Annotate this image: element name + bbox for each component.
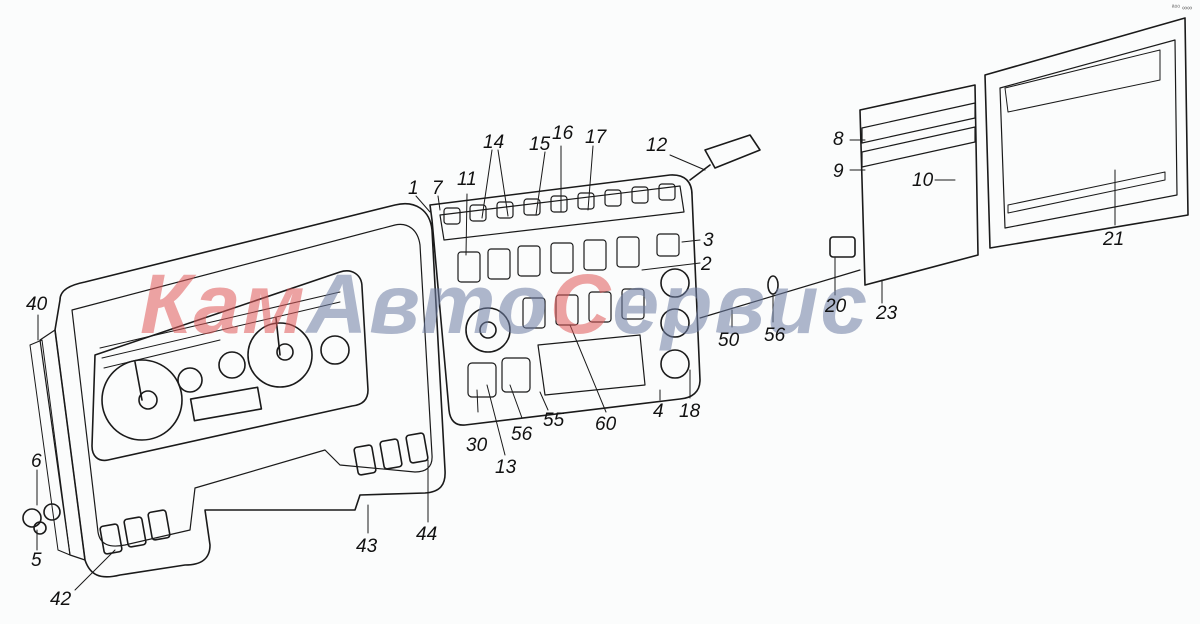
callout-50: 50 <box>718 330 740 351</box>
callout-44: 44 <box>416 524 438 545</box>
indicator-lamps <box>99 291 341 369</box>
callout-1: 1 <box>408 178 419 199</box>
instrument-cluster-housing <box>29 203 446 578</box>
cluster-switches-right <box>353 432 429 476</box>
callout-8: 8 <box>833 129 844 150</box>
corner-mark: ª⁰⁰ ∞∞ <box>1171 5 1192 12</box>
callout-43: 43 <box>356 536 378 557</box>
callout-42: 42 <box>50 589 72 610</box>
connector-12 <box>689 134 761 181</box>
callout-56-panel: 56 <box>511 424 533 445</box>
lower-switch-row <box>522 288 645 329</box>
callout-15: 15 <box>529 134 551 155</box>
leader-lines <box>36 139 1116 591</box>
center-switch-panel <box>429 174 701 426</box>
ignition-switch <box>465 307 511 353</box>
middle-switch-row <box>457 233 680 283</box>
relay-20 <box>829 236 856 258</box>
callout-55: 55 <box>543 410 565 431</box>
cluster-switches-left <box>99 509 171 555</box>
callout-20: 20 <box>825 296 847 317</box>
callout-21: 21 <box>1103 229 1125 250</box>
watermark: КамАвтоСервис <box>140 257 870 351</box>
callout-30: 30 <box>466 435 488 456</box>
callout-14: 14 <box>483 132 505 153</box>
callout-10: 10 <box>912 170 934 191</box>
callout-23: 23 <box>876 303 898 324</box>
callout-40: 40 <box>26 294 48 315</box>
gauge-face <box>91 270 369 462</box>
callout-9: 9 <box>833 161 844 182</box>
bottom-switches-30-56 <box>467 334 646 398</box>
callout-11: 11 <box>457 169 477 190</box>
callout-2: 2 <box>701 254 712 275</box>
callout-13: 13 <box>495 457 517 478</box>
frame-21 <box>984 17 1189 249</box>
wire-harness-50 <box>699 269 861 319</box>
connector-5-6 <box>22 503 61 535</box>
clip-56 <box>767 275 779 295</box>
round-lamps-18 <box>660 268 690 379</box>
callout-18: 18 <box>679 401 701 422</box>
top-switch-row <box>443 183 676 225</box>
callout-6: 6 <box>31 451 42 472</box>
callout-4: 4 <box>653 401 664 422</box>
callout-17: 17 <box>585 127 607 148</box>
callout-3: 3 <box>703 230 714 251</box>
callout-16: 16 <box>552 123 574 144</box>
rear-bracket <box>859 84 979 286</box>
callout-5: 5 <box>31 550 42 571</box>
callout-7: 7 <box>432 178 443 199</box>
callout-60: 60 <box>595 414 617 435</box>
callout-56-cable: 56 <box>764 325 786 346</box>
callout-12: 12 <box>646 135 668 156</box>
